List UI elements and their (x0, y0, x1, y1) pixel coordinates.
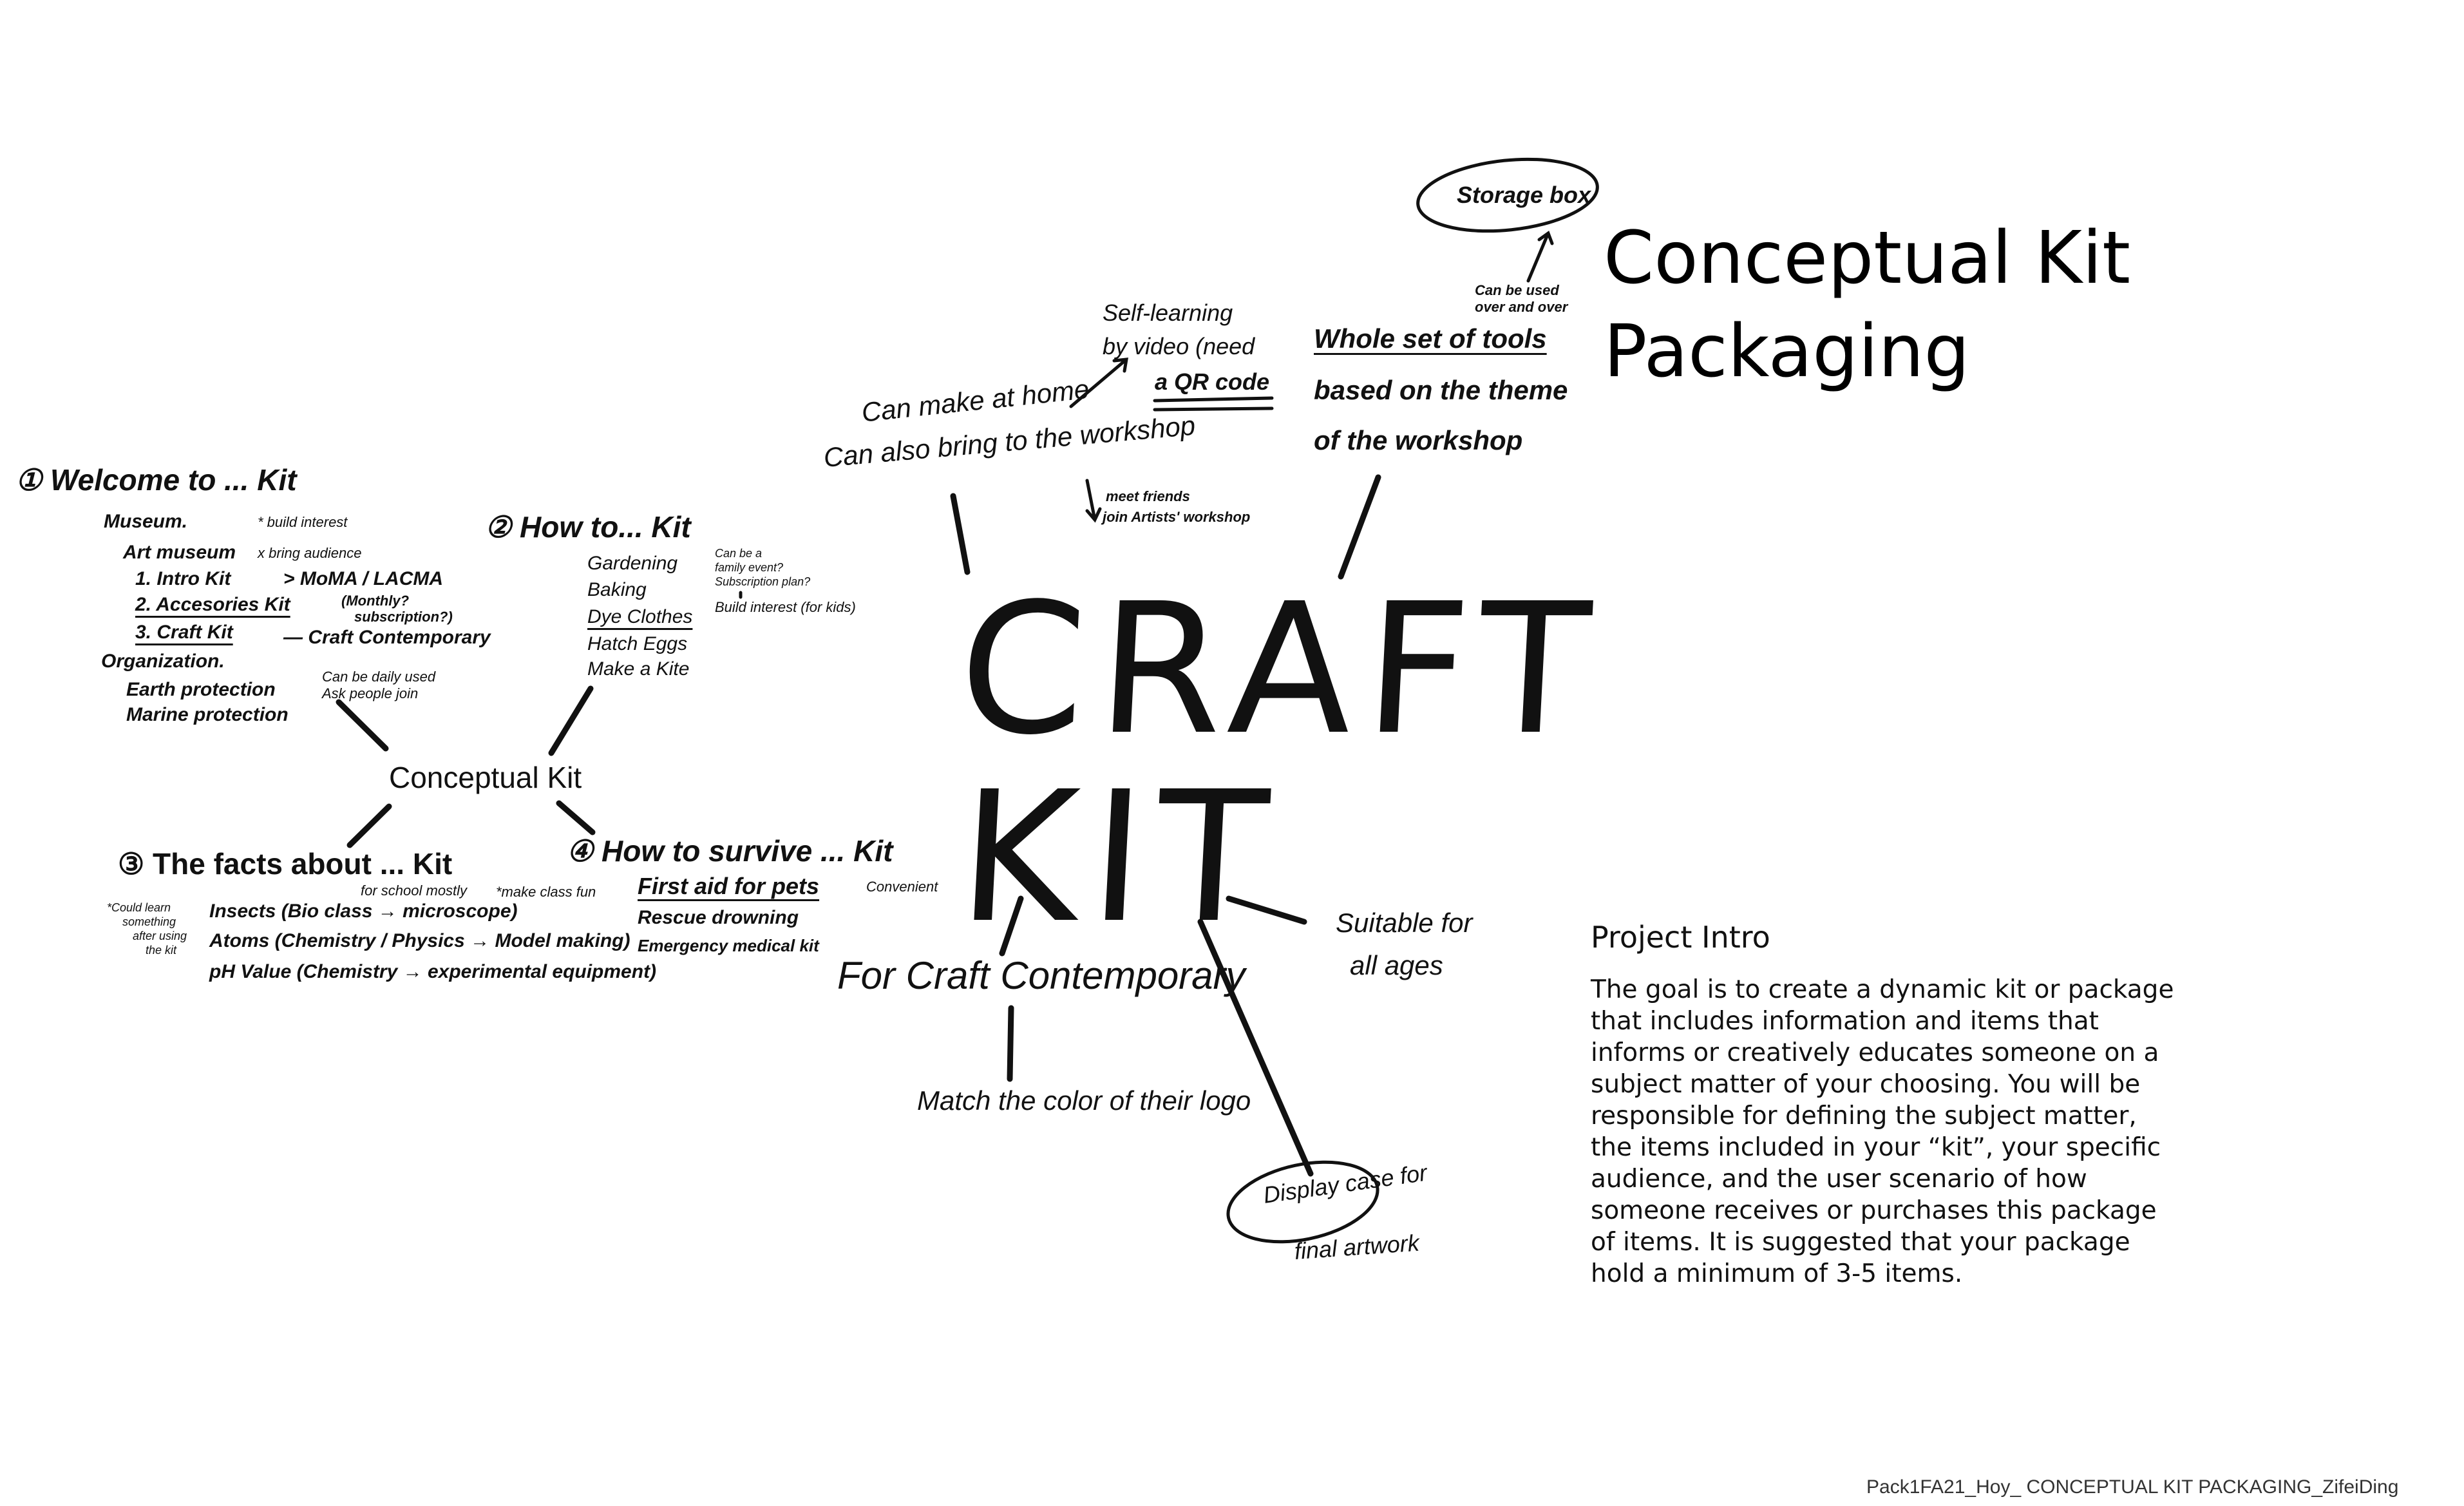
note: family event? (715, 561, 784, 574)
list-item: 3. Craft Kit (135, 622, 233, 643)
display-case-ellipse (1226, 1160, 1379, 1244)
underline (1153, 406, 1274, 412)
note: for school mostly (361, 882, 468, 899)
note: Ask people join (322, 685, 419, 701)
connector-line (999, 895, 1024, 957)
branch-text: Whole set of tools (1314, 323, 1547, 354)
note: Convenient (866, 879, 938, 895)
list-item: Gardening (587, 553, 678, 574)
arrow-icon (1526, 231, 1554, 283)
note: over and over (1475, 299, 1568, 315)
page-title-line1: Conceptual Kit (1604, 216, 2131, 300)
project-intro-body: The goal is to create a dynamic kit or p… (1591, 975, 2174, 1288)
branch-text: by video (need (1103, 333, 1255, 359)
arrow-icon (1069, 357, 1129, 408)
craft-heading: CRAFT (954, 565, 1607, 775)
kit4-heading: ④ How to survive ... Kit (567, 834, 893, 868)
connector-line (556, 800, 596, 835)
list-item: Marine protection (126, 704, 289, 725)
list-item: pH Value (Chemistry → experimental equip… (209, 961, 657, 982)
kit1-heading: ① Welcome to ... Kit (15, 463, 297, 497)
list-item: Emergency medical kit (638, 936, 819, 955)
list-item: Museum. (104, 511, 188, 532)
branch-text: Match the color of their logo (917, 1085, 1251, 1116)
branch-text: all ages (1350, 950, 1443, 980)
note: join Artists' workshop (1103, 509, 1251, 525)
footer-caption: Pack1FA21_Hoy_ CONCEPTUAL KIT PACKAGING_… (1866, 1476, 2399, 1498)
branch-text: based on the theme (1314, 375, 1568, 405)
underline (1153, 396, 1274, 403)
kit2-heading: ② How to... Kit (485, 510, 691, 544)
list-item: Atoms (Chemistry / Physics → Model makin… (209, 930, 630, 951)
note: > MoMA / LACMA (283, 568, 444, 589)
storage-box-ellipse (1416, 157, 1599, 233)
note: Can be daily used (322, 669, 436, 685)
list-item: Hatch Eggs (587, 633, 688, 654)
connector-line (1197, 919, 1314, 1177)
list-item: Earth protection (126, 679, 276, 700)
page-title-line2: Packaging (1604, 310, 1970, 394)
storage-box-label: Storage box (1457, 182, 1591, 208)
arrow-icon (1085, 479, 1102, 523)
conceptual-kit-node: Conceptual Kit (389, 761, 582, 794)
kit-heading: KIT (954, 753, 1285, 963)
list-item: 2. Accesories Kit (135, 594, 290, 615)
connector-line (1226, 895, 1307, 925)
project-intro-heading: Project Intro (1591, 920, 1770, 955)
note: *Could learn (107, 901, 171, 914)
note: — Craft Contemporary (283, 627, 491, 648)
note: after using (133, 929, 187, 942)
kit3-heading: ③ The facts about ... Kit (118, 847, 453, 881)
list-item: First aid for pets (638, 873, 820, 899)
note: *make class fun (496, 884, 596, 900)
note: subscription?) (354, 609, 453, 625)
list-item: Art museum (123, 542, 236, 563)
branch-text: a QR code (1155, 368, 1270, 395)
connector-line (1338, 474, 1381, 580)
connector-line (1007, 1005, 1014, 1082)
branch-text: Self-learning (1103, 300, 1233, 326)
note: Build interest (for kids) (715, 599, 856, 615)
note: meet friends (1106, 488, 1190, 504)
branch-text: Suitable for (1336, 908, 1473, 938)
branch-text: of the workshop (1314, 425, 1523, 455)
note: * build interest (258, 514, 348, 530)
connector-line (346, 803, 392, 848)
note: Subscription plan? (715, 575, 811, 588)
list-item: Make a Kite (587, 658, 690, 680)
list-item: Insects (Bio class → microscope) (209, 901, 518, 922)
connector-line (336, 699, 389, 752)
list-item: Baking (587, 579, 647, 600)
note: the kit (146, 944, 177, 957)
note: Can be used (1475, 282, 1559, 298)
note: Can be a (715, 547, 763, 560)
note: x bring audience (258, 545, 362, 561)
connector-line (548, 685, 594, 756)
list-item: Rescue drowning (638, 907, 799, 928)
branch-text: For Craft Contemporary (837, 954, 1246, 997)
list-item: Dye Clothes (587, 606, 693, 627)
note: something (122, 915, 176, 928)
list-item: Organization. (101, 651, 225, 672)
list-item: 1. Intro Kit (135, 568, 231, 589)
note: (Monthly? (341, 593, 410, 609)
connector-line (950, 493, 971, 575)
